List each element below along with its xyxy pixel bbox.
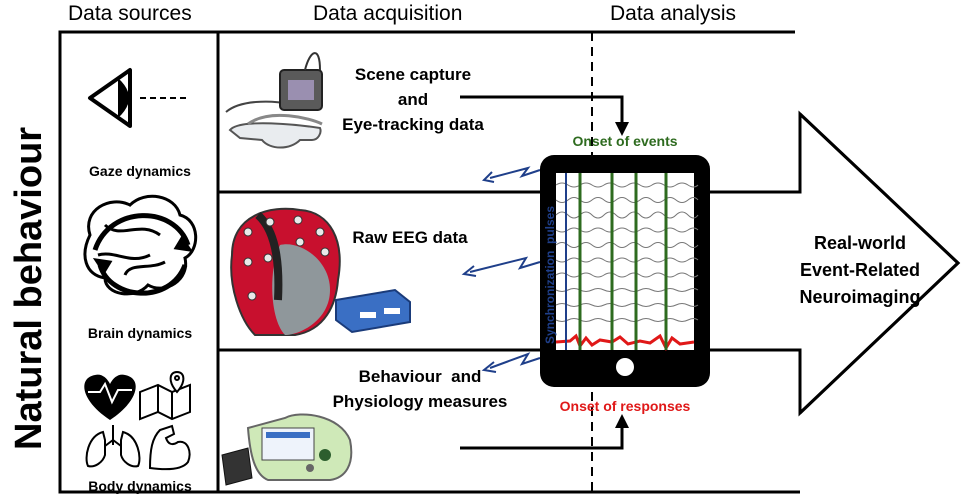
body-dynamics-label: Body dynamics — [88, 478, 192, 494]
header-data-acquisition: Data acquisition — [313, 2, 463, 25]
brain-icon — [83, 194, 198, 296]
heart-icon — [84, 374, 136, 420]
eeg-cap-device — [230, 207, 411, 336]
behaviour-line-1: Behaviour and — [358, 367, 482, 386]
onset-events-label: Onset of events — [572, 133, 678, 149]
brain-dynamics-label: Brain dynamics — [87, 325, 193, 341]
sync-pulses-label: Synchronization pulses — [543, 205, 557, 344]
header-data-sources: Data sources — [68, 2, 192, 25]
map-icon — [139, 370, 191, 421]
sync-pulse-arrows — [461, 166, 541, 373]
result-line-2: Event-Related — [799, 260, 921, 280]
raw-eeg-label: Raw EEG data — [352, 228, 468, 247]
scene-capture-label: Scene capture and Eye-tracking data — [318, 62, 508, 137]
onset-responses-label: Onset of responses — [559, 398, 691, 414]
eye-tracker-device — [225, 52, 323, 149]
gaze-dynamics-label: Gaze dynamics — [89, 163, 191, 179]
scene-line-3: Eye-tracking data — [342, 115, 484, 134]
lungs-icon — [85, 425, 141, 468]
scene-line-2: and — [397, 90, 429, 109]
event-markers — [578, 173, 668, 350]
physiology-to-tablet-arrow — [460, 425, 624, 450]
result-line-3: Neuroimaging — [799, 287, 921, 307]
header-data-analysis: Data analysis — [610, 2, 737, 25]
behaviour-label: Behaviour and Physiology measures — [320, 364, 520, 414]
muscle-icon — [148, 424, 191, 471]
behaviour-line-2: Physiology measures — [332, 392, 508, 411]
result-line-1: Real-world — [813, 233, 906, 253]
physiology-device — [221, 413, 353, 486]
eye-icon — [88, 68, 186, 128]
arrow-head-top — [690, 110, 961, 417]
scene-line-1: Scene capture — [354, 65, 472, 84]
result-label: Real-world Event-Related Neuroimaging — [785, 230, 935, 311]
tablet-device — [540, 155, 710, 387]
scene-to-tablet-arrow — [460, 95, 624, 125]
